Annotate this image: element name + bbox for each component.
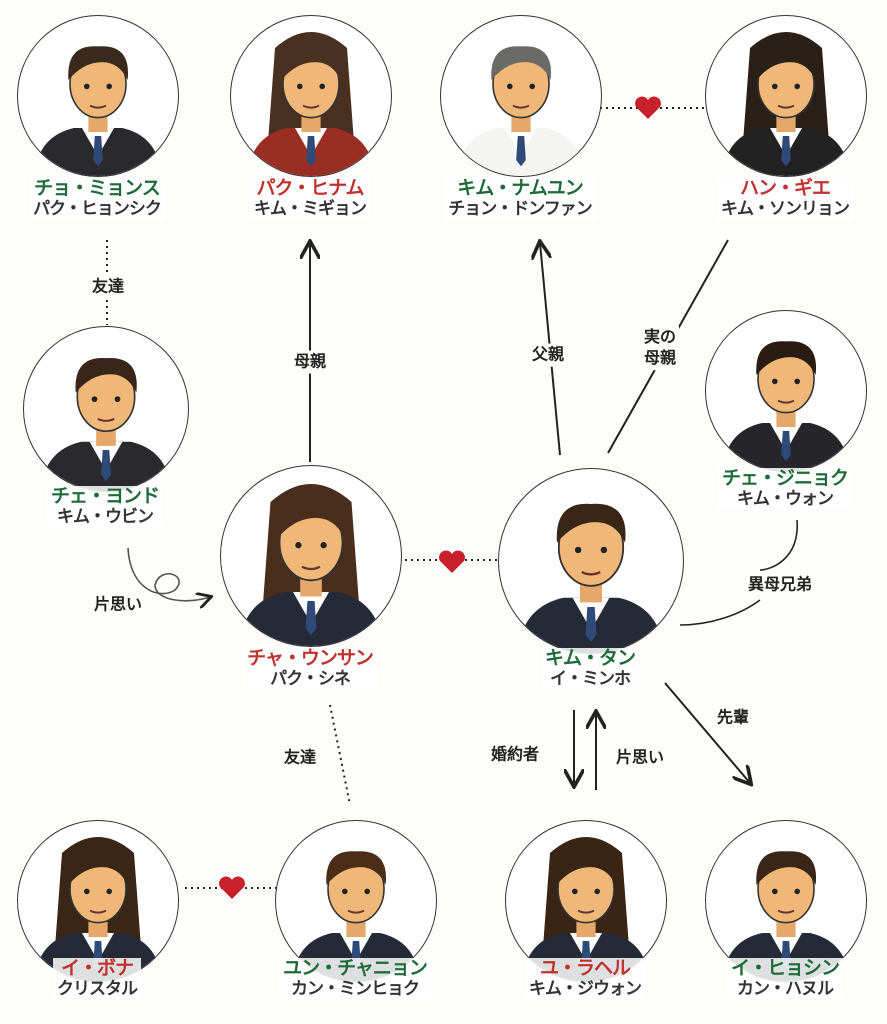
heart-icon (635, 96, 661, 119)
role-name: キム・タン (544, 647, 636, 669)
label-friends-2: 友達 (280, 746, 320, 770)
role-name: チョ・ミョンス (34, 177, 161, 199)
label-father: 父親 (528, 343, 568, 367)
portrait-kim-tan (498, 468, 684, 654)
role-name: チャ・ウンサン (247, 647, 374, 669)
role-name: イ・ボナ (60, 957, 134, 979)
heart-icon (219, 876, 245, 899)
label-fiance: 婚約者 (487, 743, 543, 767)
portrait-yoo-rachel (505, 820, 667, 982)
actor-name: キム・ミギョン (254, 198, 367, 219)
label-birth-mother: 実の母親 (640, 326, 680, 370)
name-choi-youngdo: チェ・ヨンドキム・ウビン (46, 485, 164, 528)
actor-name: キム・ウビン (56, 506, 154, 527)
label-crush-1: 片思い (90, 593, 146, 617)
actor-name: キム・ソンリョン (721, 198, 850, 219)
name-cha-eunsang: チャ・ウンサンパク・シネ (243, 647, 377, 690)
role-name: ユ・ラヘル (539, 957, 631, 979)
heart-icon (439, 550, 465, 573)
role-name: キム・ナムユン (457, 177, 583, 199)
senior-arrow (664, 682, 750, 783)
label-half-brothers: 異母兄弟 (744, 573, 816, 597)
portrait-lee-hyoshin (705, 820, 867, 982)
role-name: チェ・ジニョク (721, 467, 849, 489)
actor-name: イ・ミンホ (549, 668, 631, 689)
actor-name: クリスタル (57, 978, 138, 999)
name-lee-bona: イ・ボナクリスタル (53, 957, 141, 1000)
label-mother: 母親 (290, 350, 330, 374)
role-name: ハン・ギエ (739, 177, 831, 199)
actor-name: カン・ハヌル (736, 978, 834, 999)
actor-name: キム・ジウォン (529, 978, 642, 999)
portrait-lee-bona (17, 820, 179, 982)
label-birth-mother-line1: 実の (643, 327, 677, 347)
portrait-choi-jinhyuk (705, 310, 867, 472)
portrait-park-hinam (230, 15, 392, 177)
half-brother-line (679, 519, 798, 626)
role-name: イ・ヒョシン (730, 957, 840, 979)
actor-name: キム・ウォン (736, 488, 834, 509)
actor-name: カン・ミンヒョク (291, 978, 420, 999)
label-crush-2: 片思い (612, 746, 668, 770)
portrait-kim-namyoon (440, 15, 602, 177)
role-name: パク・ヒナム (256, 177, 364, 199)
actor-name: チョン・ドンファン (448, 198, 592, 219)
role-name: チェ・ヨンド (50, 485, 160, 507)
portrait-yoon-chanyoung (275, 820, 437, 982)
name-yoon-chanyoung: ユン・チャニョンカン・ミンヒョク (279, 957, 431, 1000)
name-kim-namyoon: キム・ナムユンチョン・ドンファン (444, 177, 596, 220)
portrait-choi-youngdo (23, 326, 189, 492)
portrait-han-giae (705, 15, 867, 177)
label-birth-mother-line2: 母親 (643, 348, 677, 367)
name-choi-jinhyuk: チェ・ジニョクキム・ウォン (717, 467, 853, 510)
portrait-cho-myungsoo (17, 15, 179, 177)
name-yoo-rachel: ユ・ラヘルキム・ジウォン (525, 957, 645, 1000)
name-lee-hyoshin: イ・ヒョシンカン・ハヌル (726, 957, 844, 1000)
name-kim-tan: キム・タンイ・ミンホ (540, 647, 640, 690)
role-name: ユン・チャニョン (283, 957, 428, 979)
name-cho-myungsoo: チョ・ミョンスパク・ヒョンシク (29, 177, 165, 220)
name-park-hinam: パク・ヒナムキム・ミギョン (250, 177, 370, 220)
label-friends-1: 友達 (88, 275, 128, 299)
friend-line-eunsang-chanyoung (329, 704, 351, 806)
name-han-giae: ハン・ギエキム・ソンリョン (717, 177, 853, 220)
actor-name: パク・シネ (270, 668, 351, 689)
label-senior: 先輩 (713, 706, 753, 730)
actor-name: パク・ヒョンシク (33, 198, 162, 219)
portrait-cha-eunsang (220, 465, 402, 647)
crush-arrow-youngdo (127, 547, 210, 601)
